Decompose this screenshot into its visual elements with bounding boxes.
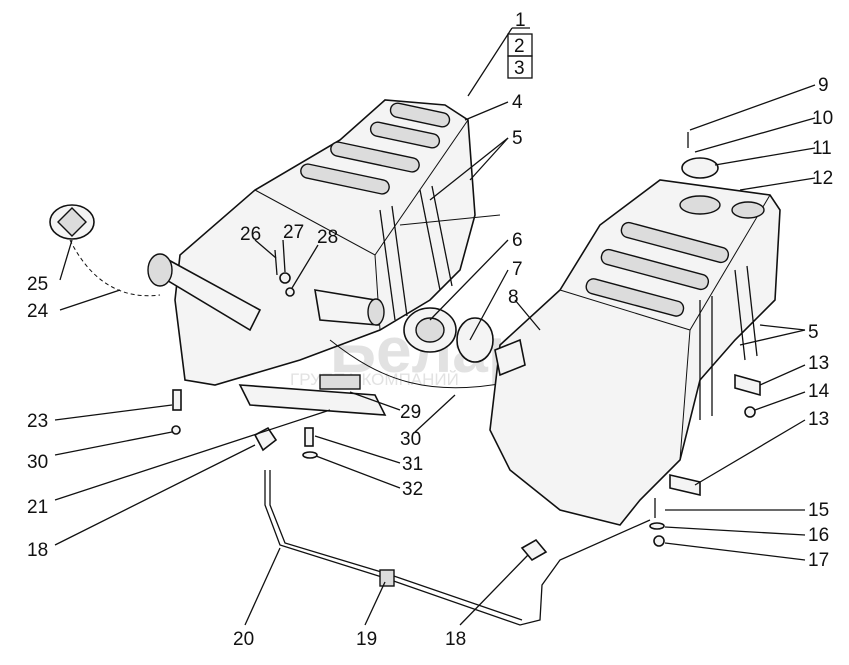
callout-5-left: 5 <box>512 128 523 149</box>
callout-1: 1 <box>515 10 526 31</box>
callout-4: 4 <box>512 92 523 113</box>
callout-8: 8 <box>508 287 519 308</box>
callout-10: 10 <box>812 108 833 129</box>
callout-7: 7 <box>512 259 523 280</box>
filler-cap <box>49 204 161 297</box>
left-fuel-tank <box>147 99 521 416</box>
callout-27: 27 <box>283 222 304 243</box>
callout-2: 2 <box>514 36 525 57</box>
callout-13-bottom: 13 <box>808 409 829 430</box>
callout-31: 31 <box>402 454 423 475</box>
callout-18-left: 18 <box>27 540 48 561</box>
callout-3: 3 <box>514 58 525 79</box>
callout-9: 9 <box>818 75 829 96</box>
callout-17: 17 <box>808 550 829 571</box>
leader-lines <box>54 27 816 626</box>
callout-26: 26 <box>240 224 261 245</box>
callout-29: 29 <box>400 402 421 423</box>
callout-13-top: 13 <box>808 353 829 374</box>
callout-24: 24 <box>27 301 49 322</box>
callout-23: 23 <box>27 411 48 432</box>
callout-30-left: 30 <box>27 452 48 473</box>
callout-28: 28 <box>317 227 338 248</box>
callout-16: 16 <box>808 525 829 546</box>
callout-15: 15 <box>808 500 829 521</box>
callout-25: 25 <box>27 274 48 295</box>
callout-30-center: 30 <box>400 429 421 450</box>
callout-14: 14 <box>808 381 830 402</box>
callout-20: 20 <box>233 629 254 650</box>
callout-6: 6 <box>512 230 523 251</box>
cross-pipe <box>253 426 651 626</box>
callout-labels: 1 2 3 4 5 6 7 8 9 10 11 12 5 13 14 13 15… <box>27 10 833 650</box>
callout-32: 32 <box>402 479 423 500</box>
right-fuel-tank <box>489 132 781 526</box>
callout-18-bottom: 18 <box>445 629 466 650</box>
float-sensor <box>403 307 494 363</box>
callout-11: 11 <box>812 138 832 159</box>
callout-12: 12 <box>812 168 833 189</box>
callout-21: 21 <box>27 497 48 518</box>
callout-19: 19 <box>356 629 377 650</box>
callout-5-right: 5 <box>808 322 819 343</box>
